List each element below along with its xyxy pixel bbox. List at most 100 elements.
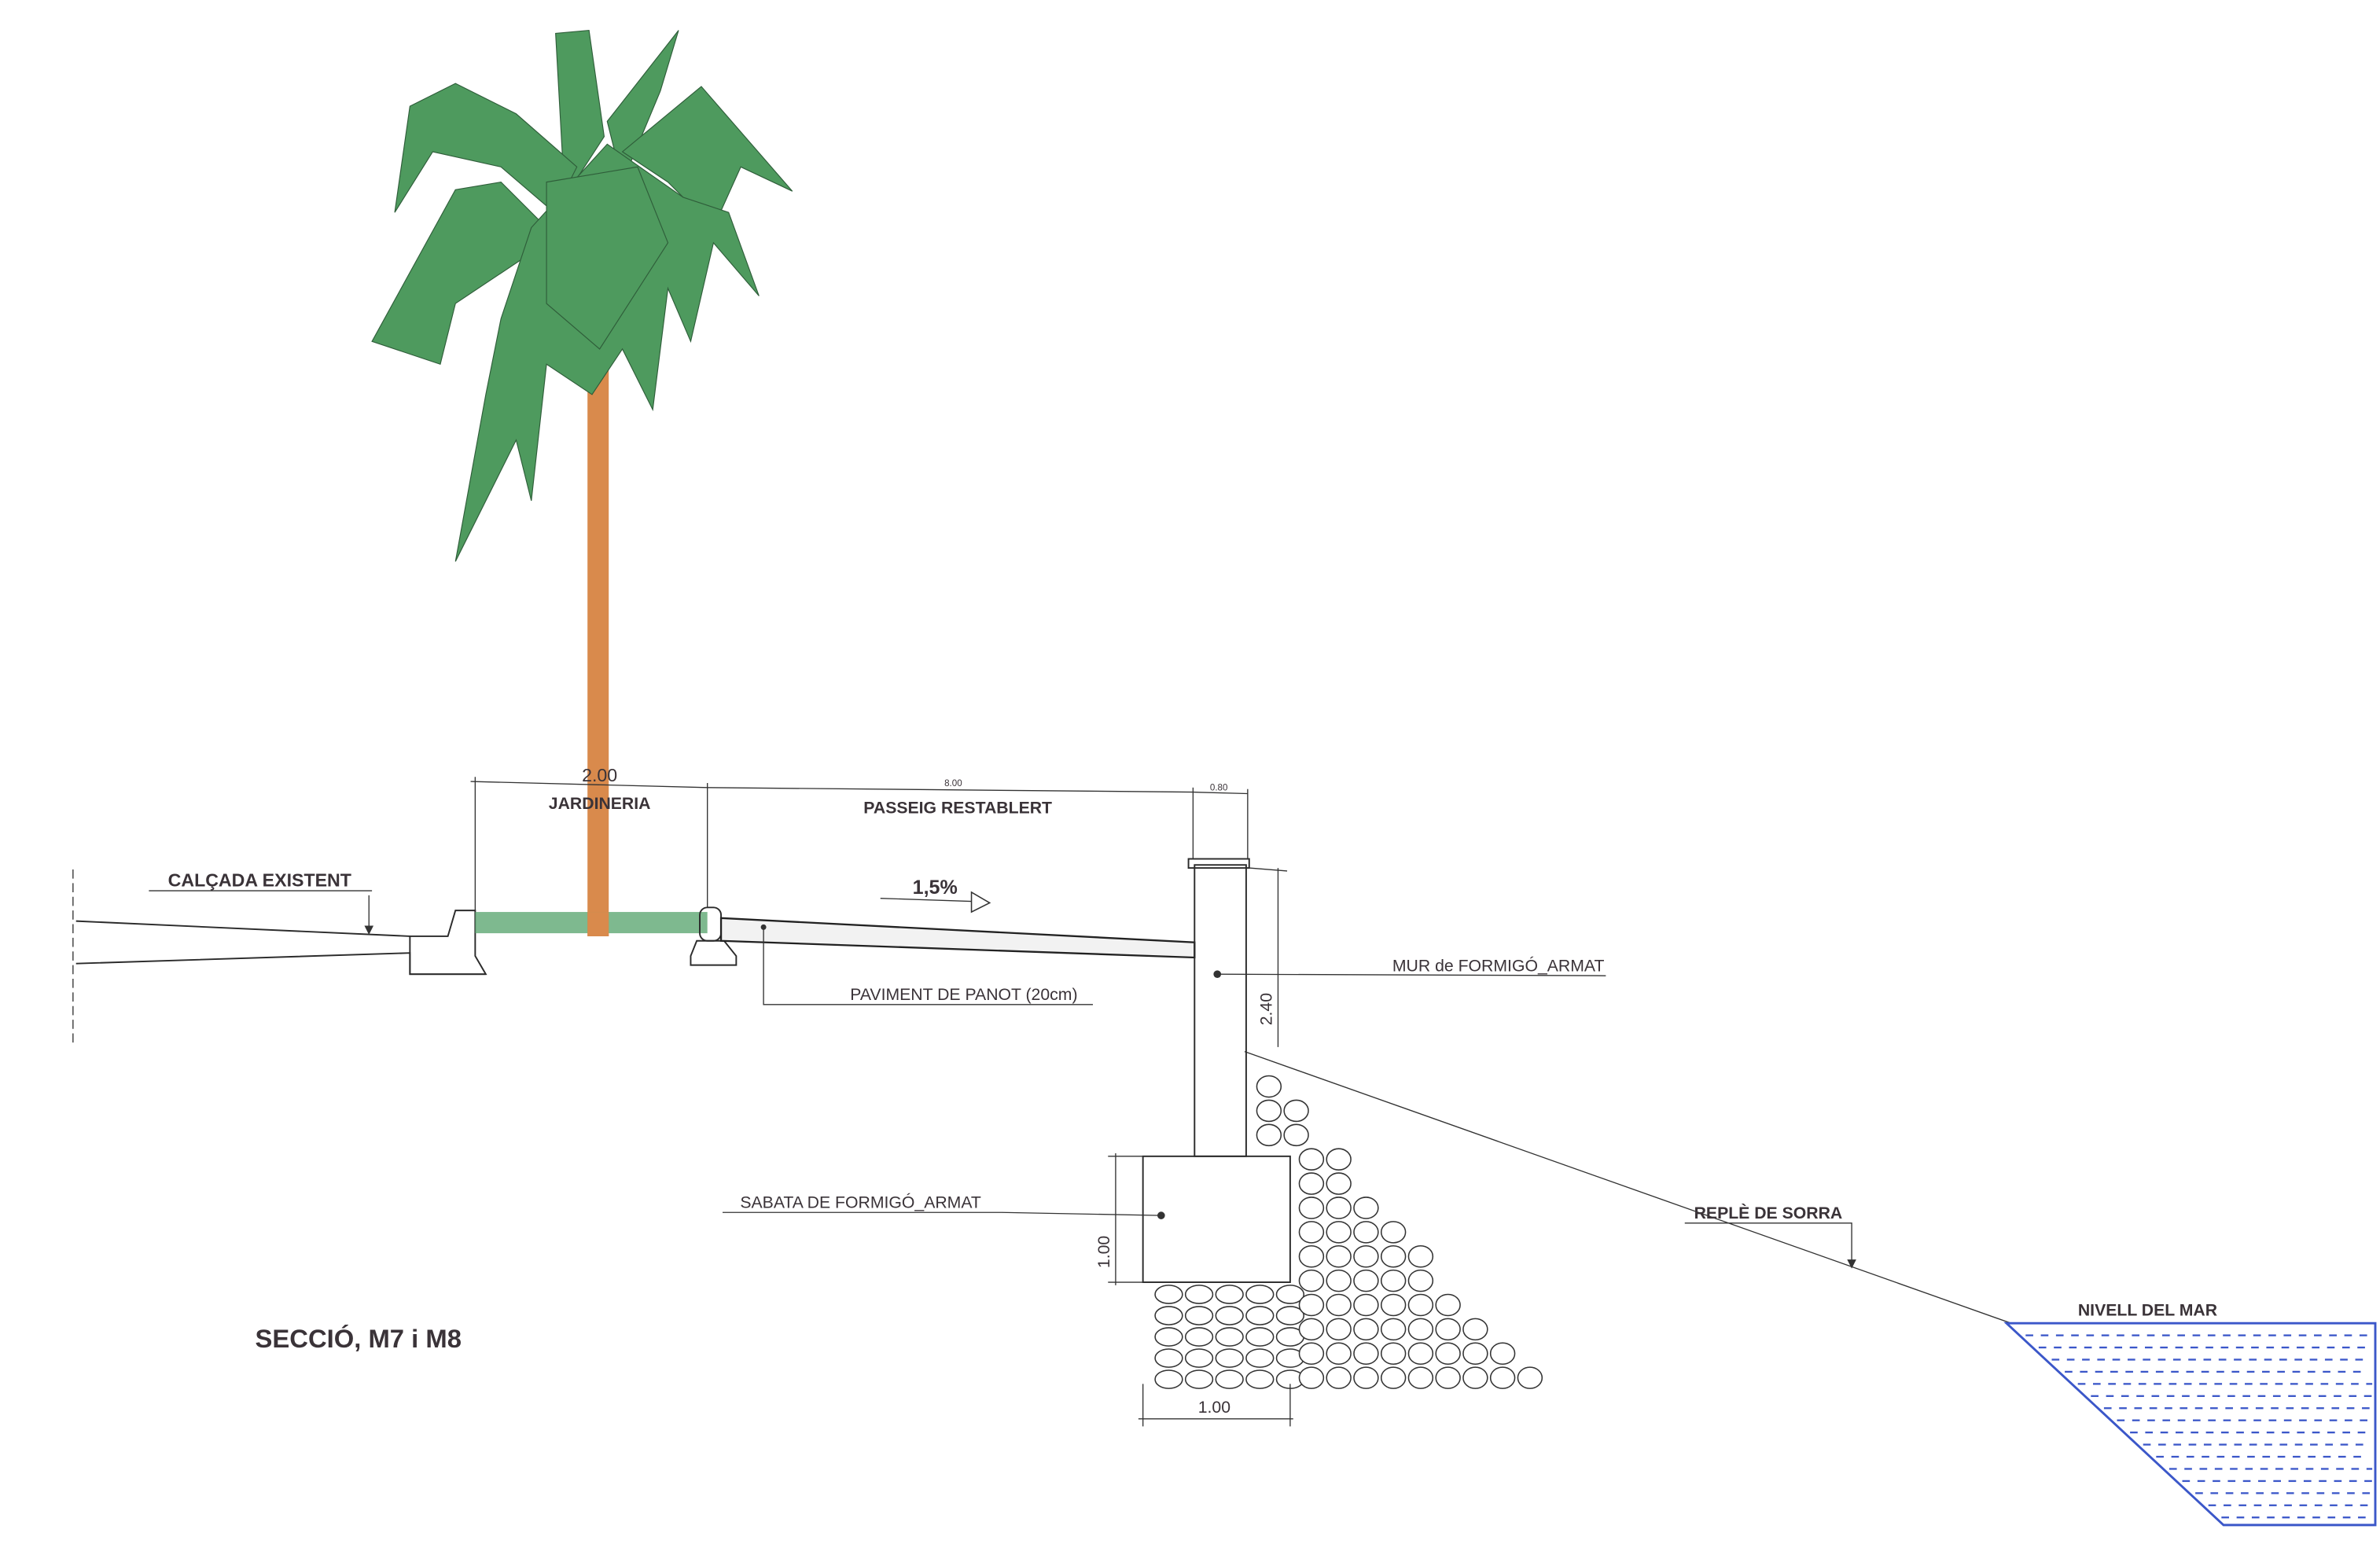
dim-mur-height: 2.40 <box>1258 993 1276 1025</box>
footing <box>1142 1155 1291 1284</box>
stone <box>1435 1342 1461 1366</box>
label-calcada: CALÇADA EXISTENT <box>168 869 351 890</box>
stone <box>1407 1318 1434 1341</box>
dim-passeig: 8.00 <box>944 779 962 789</box>
stone <box>1353 1342 1379 1366</box>
stone <box>1435 1366 1461 1389</box>
label-nivell: NIVELL DEL MAR <box>2078 1302 2217 1320</box>
label-paviment: PAVIMENT DE PANOT (20cm) <box>850 986 1077 1004</box>
fill-slope-line <box>1244 1051 2011 1324</box>
stone <box>1215 1327 1244 1347</box>
stone <box>1154 1369 1183 1389</box>
label-mur: MUR de FORMIGÓ_ARMAT <box>1392 955 1605 975</box>
dimension-lines <box>470 777 1293 1427</box>
stone <box>1245 1327 1275 1347</box>
stone <box>1298 1197 1325 1219</box>
palm-fronds <box>371 29 793 562</box>
stone <box>1462 1342 1488 1366</box>
stone <box>1245 1285 1275 1304</box>
stone <box>1275 1306 1305 1325</box>
sea <box>2003 1322 2377 1527</box>
stone <box>1283 1099 1309 1123</box>
stone <box>1489 1342 1516 1366</box>
stone <box>1298 1318 1325 1341</box>
stone <box>1256 1075 1282 1098</box>
stone <box>1215 1306 1244 1325</box>
label-reple: REPLÈ DE SORRA <box>1694 1203 1843 1222</box>
stone <box>1353 1366 1379 1389</box>
stone <box>1380 1293 1407 1317</box>
section-title: SECCIÓ, M7 i M8 <box>256 1324 462 1353</box>
stone <box>1380 1221 1407 1244</box>
stone <box>1184 1369 1214 1389</box>
stone <box>1245 1369 1275 1389</box>
stone <box>1380 1366 1407 1389</box>
stone <box>1184 1327 1214 1347</box>
stone <box>1245 1306 1275 1325</box>
stone <box>1380 1244 1407 1268</box>
label-sabata: SABATA DE FORMIGÓ_ARMAT <box>740 1192 981 1211</box>
stone <box>1326 1197 1352 1219</box>
stone <box>1326 1269 1352 1292</box>
label-passeig: PASSEIG RESTABLERT <box>863 800 1052 818</box>
stone <box>1215 1348 1244 1368</box>
stone <box>1184 1285 1214 1304</box>
dim-mur-width: 0.80 <box>1210 784 1228 793</box>
stone <box>1184 1348 1214 1368</box>
stone <box>1215 1369 1244 1389</box>
stone <box>1298 1221 1325 1244</box>
stone <box>1353 1197 1379 1219</box>
retaining-wall <box>1187 858 1250 1157</box>
dim-jardineria: 2.00 <box>582 765 617 785</box>
dim-sabata-height: 1.00 <box>1095 1236 1113 1268</box>
stone <box>1298 1148 1325 1171</box>
stone <box>1326 1221 1352 1244</box>
stone <box>1353 1318 1379 1341</box>
stone <box>1407 1244 1434 1268</box>
stone <box>1462 1366 1488 1389</box>
stone <box>1435 1293 1461 1317</box>
label-slope: 1,5% <box>913 877 958 899</box>
stone <box>1326 1172 1352 1195</box>
stone <box>1407 1293 1434 1317</box>
stone <box>1489 1366 1516 1389</box>
stone <box>1298 1172 1325 1195</box>
stone <box>1407 1269 1434 1292</box>
palm-tree <box>371 29 793 936</box>
stone <box>1326 1293 1352 1317</box>
stone <box>1462 1318 1488 1341</box>
stone <box>1283 1123 1309 1147</box>
stone <box>1154 1285 1183 1304</box>
stone <box>1298 1342 1325 1366</box>
palm-trunk <box>587 341 609 936</box>
stone <box>1435 1318 1461 1341</box>
stone <box>1256 1123 1282 1147</box>
stone <box>1154 1327 1183 1347</box>
stone <box>1407 1342 1434 1366</box>
stone <box>1154 1306 1183 1325</box>
stone <box>1380 1342 1407 1366</box>
stone <box>1245 1348 1275 1368</box>
stone <box>1380 1318 1407 1341</box>
stone <box>1326 1318 1352 1341</box>
stone <box>1353 1293 1379 1317</box>
label-jardineria: JARDINERIA <box>549 795 651 813</box>
rubble-stones <box>1154 1075 1543 1389</box>
stone <box>1353 1221 1379 1244</box>
stone <box>1517 1366 1543 1389</box>
paving <box>719 917 1196 959</box>
stone <box>1326 1148 1352 1171</box>
stone <box>1353 1269 1379 1292</box>
stone <box>1298 1366 1325 1389</box>
stone <box>1154 1348 1183 1368</box>
stone <box>1298 1269 1325 1292</box>
leader-lines <box>149 890 1856 1269</box>
stone <box>1326 1342 1352 1366</box>
stone <box>1298 1293 1325 1317</box>
existing-road <box>72 869 487 1047</box>
stone <box>1380 1269 1407 1292</box>
stone <box>1326 1366 1352 1389</box>
stone <box>1275 1285 1305 1304</box>
stone <box>1353 1244 1379 1268</box>
